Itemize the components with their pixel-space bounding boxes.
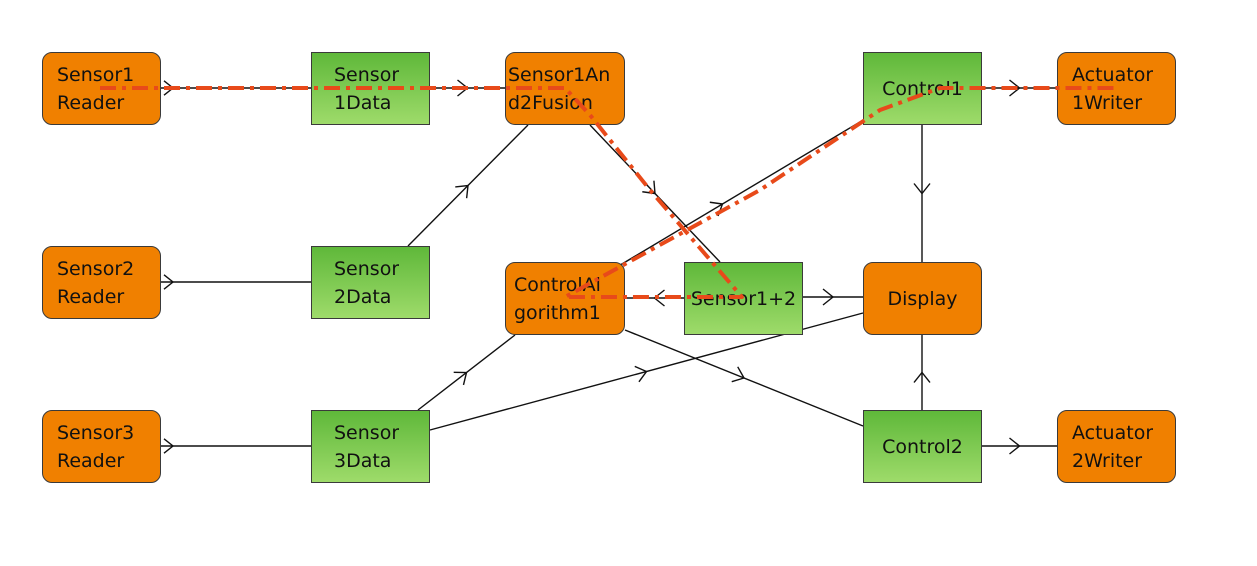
node-label: Sensor 1Data	[334, 63, 400, 114]
node-sensor12[interactable]: Sensor1+2	[684, 262, 803, 335]
link-arrowhead	[709, 201, 724, 217]
link-control-algorithm-to-control2	[624, 329, 864, 427]
node-sensor3-reader[interactable]: Sensor3 Reader	[42, 410, 161, 483]
node-label: Sensor1 Reader	[57, 63, 135, 114]
node-fusion[interactable]: Sensor1An d2Fusion	[505, 52, 625, 125]
node-sensor1-data[interactable]: Sensor 1Data	[311, 52, 430, 125]
node-label: Control1	[882, 77, 963, 100]
link-arrowhead	[455, 184, 469, 199]
link-arrowhead	[913, 183, 931, 195]
node-label: Sensor1An d2Fusion	[508, 63, 611, 114]
link-sensor1-reader-to-sensor1-data	[161, 80, 311, 96]
link-sensor2-reader-to-sensor2-data	[161, 274, 311, 290]
link-sensor1-data-to-fusion	[430, 79, 505, 97]
link-line	[589, 124, 721, 263]
link-sensor3-data-to-control-algorithm	[417, 334, 516, 411]
link-arrowhead	[457, 79, 469, 97]
node-sensor2-reader[interactable]: Sensor2 Reader	[42, 246, 161, 319]
node-label: Sensor 3Data	[334, 421, 400, 472]
node-sensor3-data[interactable]: Sensor 3Data	[311, 410, 430, 483]
node-sensor2-data[interactable]: Sensor 2Data	[311, 246, 430, 319]
link-line	[624, 329, 864, 427]
node-control2[interactable]: Control2	[863, 410, 982, 483]
node-control1[interactable]: Control1	[863, 52, 982, 125]
link-line	[417, 334, 516, 411]
node-actuator1-writer[interactable]: Actuator 1Writer	[1057, 52, 1176, 125]
link-sensor12-to-control-algorithm	[625, 289, 684, 307]
node-actuator2-writer[interactable]: Actuator 2Writer	[1057, 410, 1176, 483]
link-sensor3-reader-to-sensor3-data	[161, 438, 311, 454]
node-sensor1-reader[interactable]: Sensor1 Reader	[42, 52, 161, 125]
link-control1-to-display	[913, 125, 931, 262]
node-label: Sensor1+2	[690, 287, 797, 310]
link-control2-to-display	[913, 335, 931, 410]
node-label: ControlAl gorithm1	[514, 273, 601, 324]
node-control-algorithm[interactable]: ControlAl gorithm1	[505, 262, 625, 335]
link-control1-to-actuator1-writer	[982, 79, 1057, 97]
link-fusion-to-sensor12	[589, 124, 721, 263]
link-arrowhead	[731, 366, 746, 383]
node-label: Display	[887, 287, 958, 310]
node-label: Control2	[882, 435, 963, 458]
node-display[interactable]: Display	[863, 262, 982, 335]
link-arrowhead	[634, 365, 648, 383]
link-tail-chevron	[163, 438, 175, 454]
link-arrowhead	[1009, 79, 1021, 97]
link-sensor2-data-to-fusion	[407, 124, 529, 247]
link-arrowhead	[642, 180, 656, 195]
link-line	[407, 124, 529, 247]
node-label: Sensor 2Data	[334, 257, 400, 308]
link-tail-chevron	[163, 80, 175, 96]
node-label: Sensor2 Reader	[57, 257, 135, 308]
link-tail-chevron	[163, 274, 175, 290]
link-sensor12-to-display	[803, 288, 863, 306]
node-label: Actuator 2Writer	[1072, 421, 1154, 472]
link-arrowhead	[822, 288, 835, 306]
node-label: Actuator 1Writer	[1072, 63, 1154, 114]
link-arrowhead	[913, 371, 931, 383]
link-control2-to-actuator2-writer	[982, 437, 1057, 455]
link-arrowhead	[653, 289, 665, 307]
link-arrowhead	[453, 371, 468, 386]
link-arrowhead	[1009, 437, 1021, 455]
node-label: Sensor3 Reader	[57, 421, 135, 472]
